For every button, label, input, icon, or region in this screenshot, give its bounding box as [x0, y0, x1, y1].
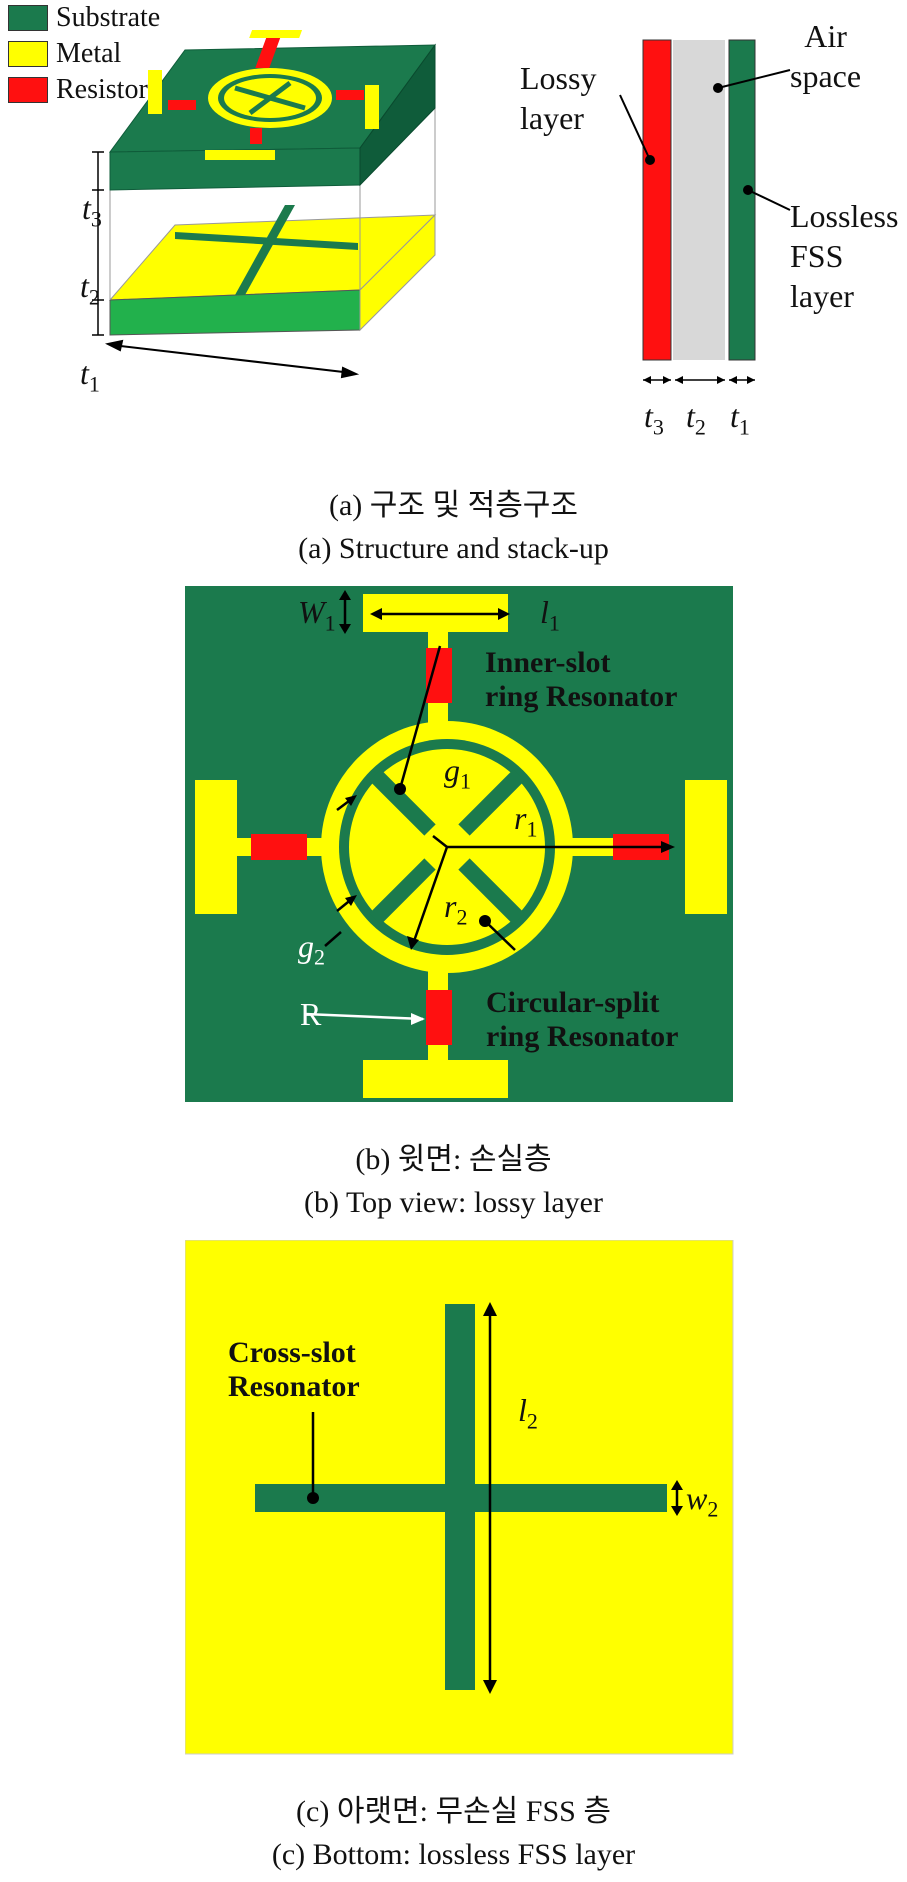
arm-right-bar — [365, 85, 379, 129]
arm-right-resistor — [336, 90, 364, 100]
right-bar — [685, 780, 727, 914]
stack-t1-label: t1 — [730, 398, 750, 440]
stackup-diagram — [619, 39, 791, 384]
legend-item-metal: Metal — [8, 38, 122, 69]
width-arrow — [105, 339, 360, 379]
legend-label: Substrate — [56, 2, 161, 33]
caption-a-english: (a) Structure and stack-up — [298, 532, 609, 565]
inner-slots — [369, 769, 525, 925]
bottom-bar — [363, 1060, 508, 1098]
lossy-layer-label: Lossy layer — [520, 60, 597, 136]
R-label: R — [300, 996, 322, 1032]
bottom-block — [108, 205, 437, 336]
metal-swatch — [8, 41, 48, 67]
top-resistor — [426, 648, 452, 703]
cross-slot-resonator-label: Cross-slot Resonator — [228, 1336, 360, 1403]
caption-c-korean: (c) 아랫면: 무손실 FSS 층 — [296, 1795, 611, 1828]
caption-c-english: (c) Bottom: lossless FSS layer — [271, 1838, 636, 1871]
lossless-fss-label: Lossless FSS layer — [790, 198, 899, 314]
air-space-label: Air space — [790, 18, 862, 94]
arm-top-resistor — [255, 38, 281, 68]
left-resistor — [251, 834, 307, 860]
legend-item-resistor: Resistor — [8, 74, 148, 105]
bottom-view-lossless-fss — [185, 1240, 734, 1755]
l2-label: l2 — [518, 1392, 538, 1434]
stack-t3-label: t3 — [644, 398, 664, 440]
cross-slot-v — [235, 205, 295, 295]
split-pointer — [484, 920, 516, 951]
t2-label: t2 — [80, 268, 100, 310]
resistor-swatch — [8, 77, 48, 103]
bottom-resistor — [426, 990, 452, 1045]
top-block-side-face — [359, 43, 436, 187]
w2-label: w2 — [686, 1480, 719, 1522]
l1-label: l1 — [540, 594, 560, 636]
lossy-layer-bar — [642, 39, 672, 361]
substrate-swatch — [8, 5, 48, 31]
t1-label: t1 — [80, 355, 100, 397]
lossless-layer-bar — [728, 39, 756, 361]
g1-label: g1 — [444, 752, 471, 794]
caption-b-korean: (b) 윗면: 손실층 — [355, 1143, 552, 1176]
inner-slot-ring-label: Inner-slot ring Resonator — [485, 646, 678, 713]
arm-bottom-resistor — [250, 128, 262, 144]
arm-top-bar — [249, 30, 303, 38]
g2-label: g2 — [298, 928, 325, 970]
W1-label: W1 — [298, 594, 336, 636]
caption-b-english: (b) Top view: lossy layer — [304, 1186, 603, 1219]
bottom-block-side-face — [359, 213, 436, 332]
cross-slot-horizontal — [255, 1484, 667, 1512]
left-bar — [195, 780, 237, 914]
circular-split-ring-label: Circular-split ring Resonator — [486, 986, 679, 1053]
inner-pointer — [398, 645, 442, 790]
legend-label: Resistor — [56, 74, 148, 105]
R-pointer — [304, 1012, 424, 1021]
lossless-pointer — [747, 189, 791, 211]
arm-left-bar — [148, 70, 162, 114]
top-block — [108, 30, 436, 191]
stack-t2-label: t2 — [686, 398, 706, 440]
thickness-dimensions — [92, 151, 104, 336]
legend-item-substrate: Substrate — [8, 2, 161, 33]
arm-bottom-bar — [205, 150, 275, 160]
inner-slot — [248, 81, 292, 115]
isometric-structure-diagram — [92, 30, 791, 384]
top-view-lossy-layer — [185, 586, 733, 1102]
r1-label: r1 — [514, 800, 538, 842]
t3-label: t3 — [82, 190, 102, 232]
arm-left-resistor — [168, 100, 196, 110]
lossy-pointer — [619, 94, 651, 161]
r2-label: r2 — [444, 888, 468, 930]
air-pointer — [717, 69, 791, 89]
caption-a-korean: (a) 구조 및 적층구조 — [329, 489, 578, 522]
air-space-bar — [673, 40, 725, 360]
legend-label: Metal — [56, 38, 122, 69]
